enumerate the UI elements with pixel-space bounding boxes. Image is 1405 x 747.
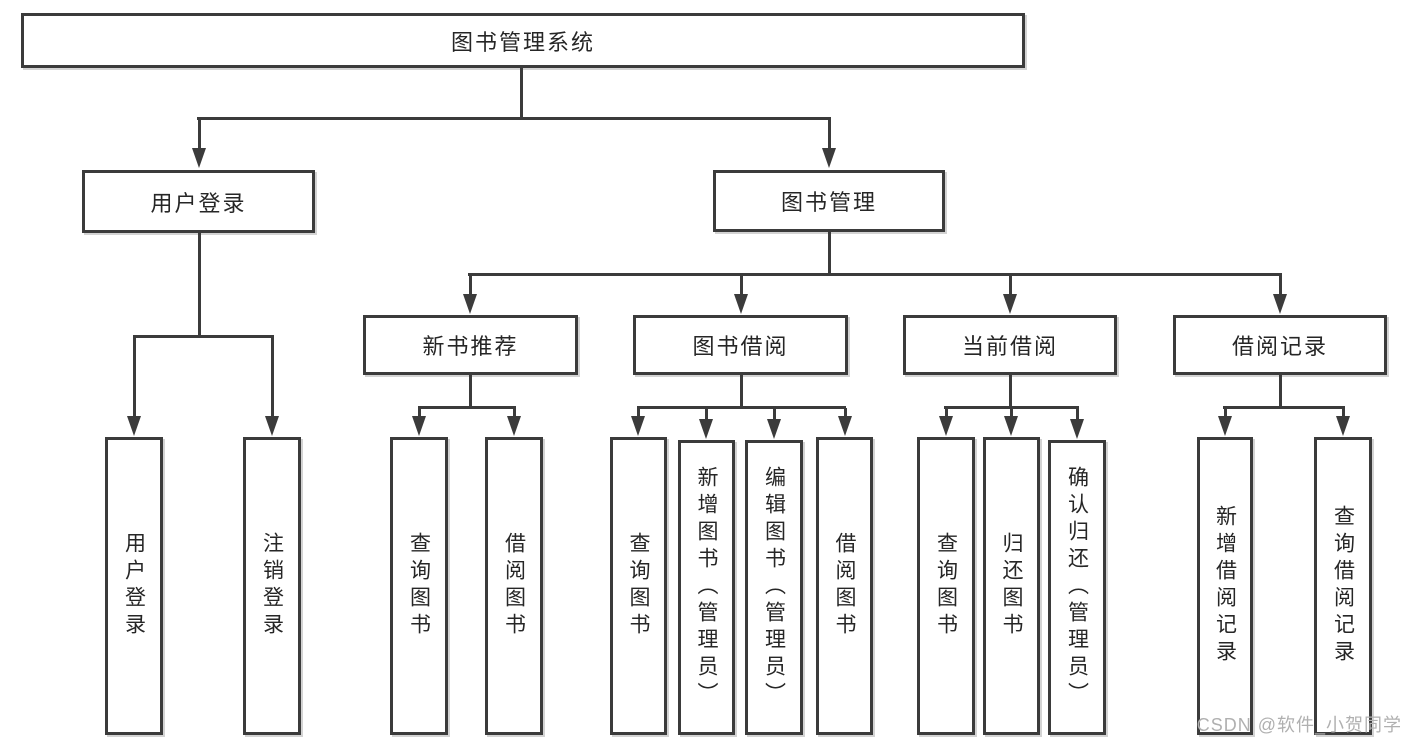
connector-line [740, 375, 743, 408]
connector-line [637, 408, 640, 416]
connector-line [1009, 276, 1012, 294]
connector-line [1010, 408, 1013, 416]
node-user-login-label: 用户登录 [150, 190, 247, 216]
leaf-edit-book-admin-label: 编辑图书（管理员） [762, 466, 786, 709]
connector-line [133, 338, 136, 416]
leaf-borrow-query-book: 查询图书 [610, 437, 667, 735]
node-book-mgmt: 图书管理 [713, 170, 945, 232]
arrow-down-icon [822, 148, 836, 168]
connector-line [271, 338, 274, 416]
leaf-add-book-admin-label: 新增图书（管理员） [695, 466, 718, 709]
connector-line [418, 406, 516, 409]
connector-line [1279, 375, 1282, 408]
connector-line [945, 408, 948, 416]
leaf-user-login: 用户登录 [105, 437, 163, 735]
leaf-confirm-return-admin: 确认归还（管理员） [1048, 440, 1106, 735]
connector-line [1223, 406, 1345, 409]
arrow-down-icon [127, 416, 141, 436]
connector-line [1224, 408, 1227, 416]
connector-line [1076, 408, 1079, 419]
leaf-add-book-admin: 新增图书（管理员） [678, 440, 735, 735]
leaf-rec-query-book: 查询图书 [390, 437, 448, 735]
arrow-down-icon [192, 148, 206, 168]
arrow-down-icon [838, 416, 852, 436]
connector-line [1009, 375, 1012, 408]
connector-line [828, 120, 831, 148]
arrow-down-icon [412, 416, 426, 436]
leaf-borrow-book-label: 借阅图书 [833, 532, 856, 640]
arrow-down-icon [265, 416, 279, 436]
connector-line [418, 408, 421, 416]
leaf-edit-book-admin: 编辑图书（管理员） [745, 440, 803, 735]
connector-line [844, 408, 847, 416]
connector-line [513, 408, 516, 416]
leaf-current-query-book-label: 查询图书 [934, 532, 958, 640]
connector-line [1342, 408, 1345, 416]
leaf-return-book-label: 归还图书 [1000, 532, 1023, 640]
leaf-return-book: 归还图书 [983, 437, 1040, 735]
leaf-current-query-book: 查询图书 [917, 437, 975, 735]
connector-line [469, 375, 472, 408]
leaf-rec-borrow-book-label: 借阅图书 [502, 532, 526, 640]
connector-line [133, 335, 274, 338]
node-current-borrow: 当前借阅 [903, 315, 1117, 375]
leaf-add-borrow-record: 新增借阅记录 [1197, 437, 1253, 735]
connector-line [705, 408, 708, 419]
connector-line [520, 66, 523, 120]
leaf-user-login-label: 用户登录 [122, 532, 146, 640]
leaf-rec-query-book-label: 查询图书 [407, 532, 431, 640]
node-book-mgmt-label: 图书管理 [780, 190, 877, 215]
csdn-watermark: CSDN @软件_小贺同学 [1196, 715, 1402, 735]
arrow-down-icon [1273, 294, 1287, 314]
leaf-logout-label: 注销登录 [260, 532, 284, 640]
node-borrow-records: 借阅记录 [1173, 315, 1387, 375]
arrow-down-icon [1003, 294, 1017, 314]
connector-line [469, 276, 472, 294]
connector-line [1279, 276, 1282, 294]
node-book-borrow-label: 图书借阅 [692, 334, 789, 359]
connector-line [944, 406, 1079, 409]
leaf-logout: 注销登录 [243, 437, 301, 735]
leaf-confirm-return-admin-label: 确认归还（管理员） [1065, 466, 1089, 709]
leaf-query-borrow-record-label: 查询借阅记录 [1331, 505, 1355, 667]
node-new-book-rec-label: 新书推荐 [422, 334, 519, 359]
arrow-down-icon [734, 294, 748, 314]
arrow-down-icon [507, 416, 521, 436]
connector-line [773, 408, 776, 419]
arrow-down-icon [1218, 416, 1232, 436]
arrow-down-icon [699, 419, 713, 439]
node-root-label: 图书管理系统 [450, 29, 595, 55]
arrow-down-icon [463, 294, 477, 314]
connector-line [198, 233, 201, 337]
node-new-book-rec: 新书推荐 [363, 315, 578, 375]
arrow-down-icon [631, 416, 645, 436]
leaf-query-borrow-record: 查询借阅记录 [1314, 437, 1372, 735]
connector-line [637, 406, 846, 409]
leaf-rec-borrow-book: 借阅图书 [485, 437, 543, 735]
connector-line [197, 117, 831, 120]
arrow-down-icon [767, 419, 781, 439]
leaf-add-borrow-record-label: 新增借阅记录 [1213, 505, 1237, 667]
leaf-borrow-query-book-label: 查询图书 [627, 532, 650, 640]
node-current-borrow-label: 当前借阅 [961, 334, 1058, 359]
connector-line [828, 232, 831, 275]
connector-line [740, 276, 743, 294]
connector-line [468, 273, 1282, 276]
arrow-down-icon [1070, 419, 1084, 439]
node-book-borrow: 图书借阅 [633, 315, 848, 375]
arrow-down-icon [939, 416, 953, 436]
node-user-login: 用户登录 [82, 170, 315, 233]
node-root: 图书管理系统 [21, 13, 1025, 68]
node-borrow-records-label: 借阅记录 [1231, 334, 1328, 359]
arrow-down-icon [1336, 416, 1350, 436]
leaf-borrow-book: 借阅图书 [816, 437, 873, 735]
connector-line [198, 120, 201, 148]
arrow-down-icon [1004, 416, 1018, 436]
